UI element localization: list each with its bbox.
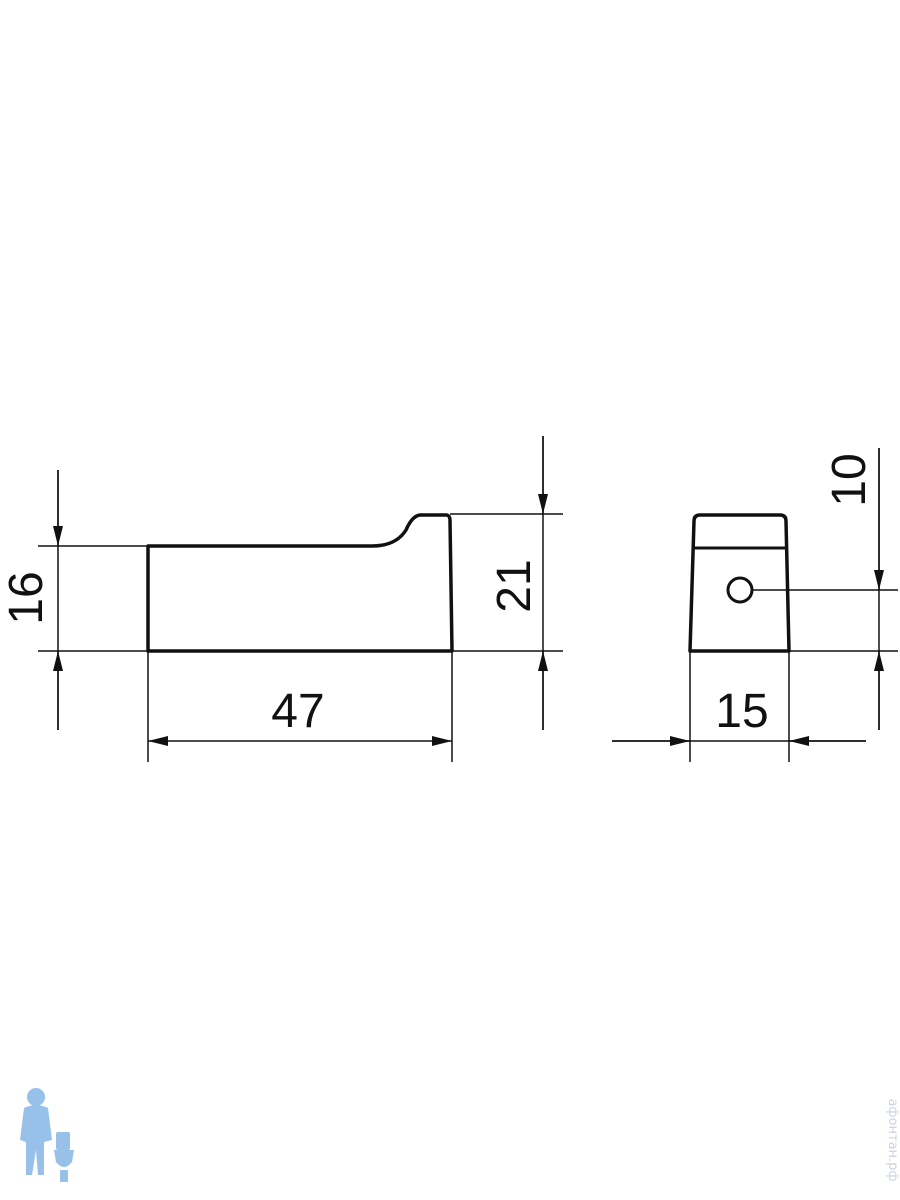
dimension-label-16: 16 [0,571,53,624]
watermark-logo [20,1088,74,1182]
dimension-label-47: 47 [271,685,324,738]
side-view [38,436,563,762]
front-view [612,448,898,762]
mounting-hole [726,576,754,604]
dimension-label-10: 10 [823,453,876,506]
hook-side-outline [146,513,454,653]
dimension-label-21: 21 [488,559,541,612]
dimension-label-15: 15 [715,685,768,738]
watermark-text: афонтан.рф [885,1098,900,1181]
hook-front-outline [688,513,791,653]
